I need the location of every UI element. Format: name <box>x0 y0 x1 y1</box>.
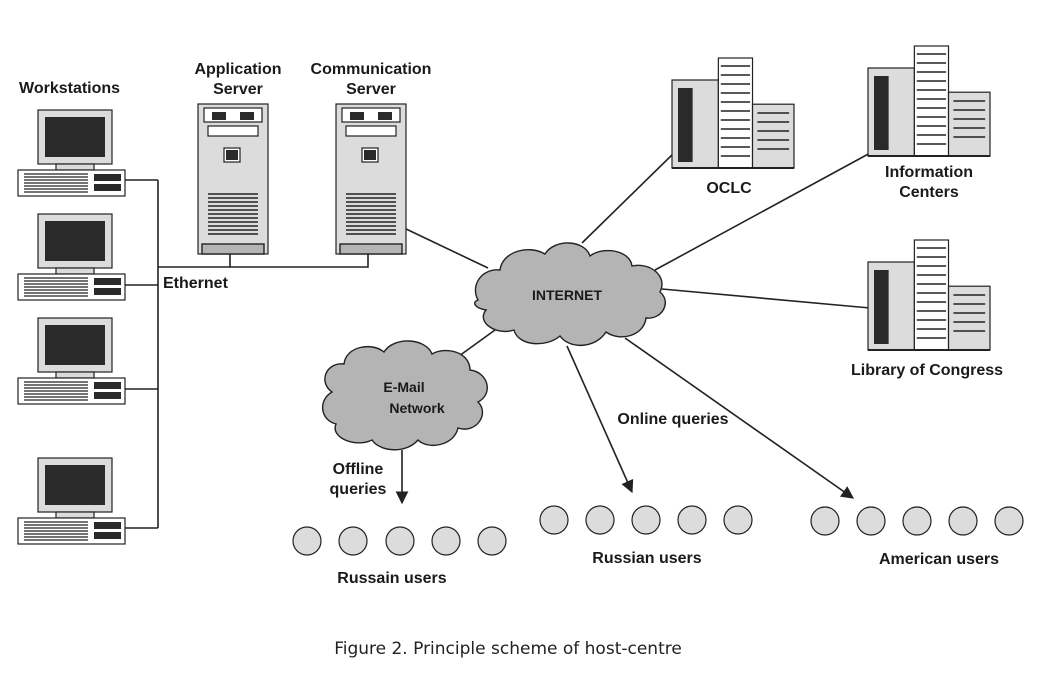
office-building-icon <box>671 57 795 169</box>
user-circle-icon <box>338 526 368 556</box>
user-circle-icon <box>431 526 461 556</box>
user-circle-icon <box>631 505 661 535</box>
comm-server-label-line1: Communication <box>311 61 432 78</box>
internet-cloud-icon <box>474 242 666 346</box>
user-circle-icon <box>856 506 886 536</box>
workstations-label: Workstations <box>19 80 120 97</box>
app-server-label-line2: Server <box>213 81 263 98</box>
email-label-line1: E-Mail <box>383 379 424 395</box>
ethernet-label: Ethernet <box>163 275 229 292</box>
buildings-group <box>671 45 991 351</box>
oclc-label: OCLC <box>706 180 752 197</box>
user-circle-icon <box>677 505 707 535</box>
loc-label: Library of Congress <box>851 362 1003 379</box>
server-tower-icon <box>197 103 269 255</box>
user-circle-icon <box>539 505 569 535</box>
desktop-computer-icon <box>17 213 126 301</box>
user-circle-icon <box>902 506 932 536</box>
internet-label: INTERNET <box>532 287 602 303</box>
email-label-line2: Network <box>389 400 444 416</box>
workstations-group <box>17 109 126 545</box>
office-building-icon <box>867 239 991 351</box>
servers-group <box>197 103 407 255</box>
online-queries-label: Online queries <box>617 411 728 428</box>
comm-server-label-line2: Server <box>346 81 396 98</box>
user-circle-icon <box>948 506 978 536</box>
russain-users-label: Russain users <box>337 570 446 587</box>
user-circle-icon <box>810 506 840 536</box>
office-building-icon <box>867 45 991 157</box>
offline-queries-label-line2: queries <box>330 481 387 498</box>
desktop-computer-icon <box>17 109 126 197</box>
offline-queries-label-line1: Offline <box>333 461 384 478</box>
user-circle-icon <box>477 526 507 556</box>
connection-lines <box>125 151 873 529</box>
russian-users-label: Russian users <box>592 550 701 567</box>
user-circle-icon <box>385 526 415 556</box>
american-users-label: American users <box>879 551 999 568</box>
desktop-computer-icon <box>17 457 126 545</box>
info-centers-label-line2: Centers <box>899 184 959 201</box>
info-centers-label-line1: Information <box>885 164 973 181</box>
users-group <box>292 505 1024 556</box>
desktop-computer-icon <box>17 317 126 405</box>
user-circle-icon <box>994 506 1024 536</box>
email-network-cloud-icon <box>322 340 488 451</box>
user-circle-icon <box>292 526 322 556</box>
app-server-label-line1: Application <box>194 61 281 78</box>
figure-caption: Figure 2. Principle scheme of host-centr… <box>334 639 682 659</box>
user-circle-icon <box>723 505 753 535</box>
server-tower-icon <box>335 103 407 255</box>
user-circle-icon <box>585 505 615 535</box>
